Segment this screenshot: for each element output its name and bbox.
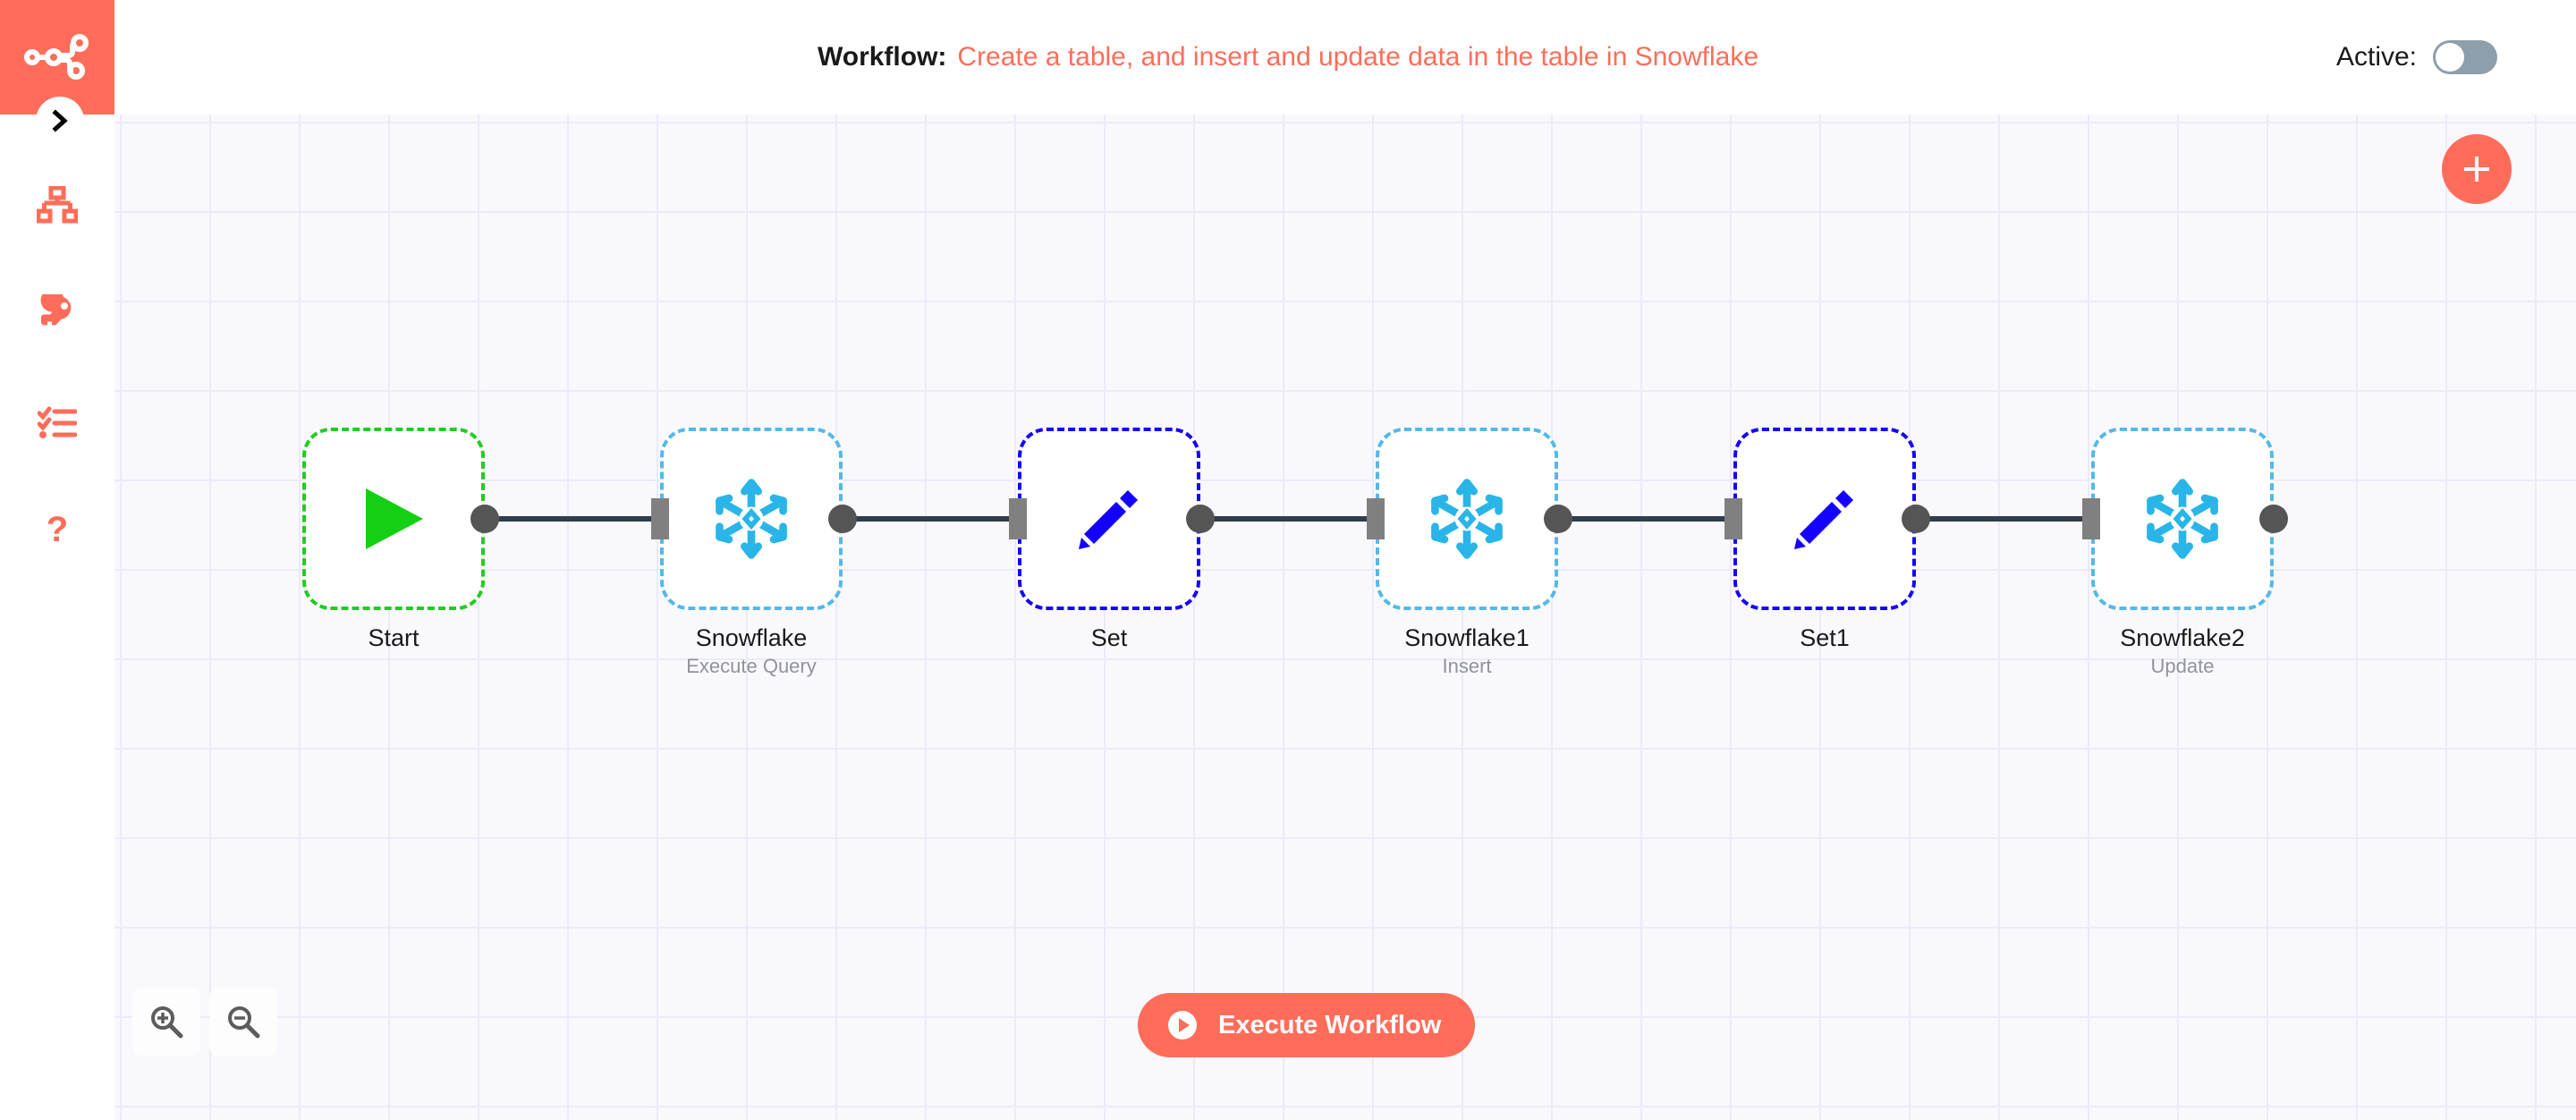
sidebar: ? [0,0,114,1120]
svg-text:?: ? [47,511,68,549]
header-bar: Workflow: Create a table, and insert and… [0,0,2576,115]
workflow-title: Workflow: Create a table, and insert and… [0,0,2576,115]
workflow-node-set[interactable] [1018,428,1200,610]
sidebar-item-credentials[interactable] [0,259,114,369]
node-name-snowflake1: Snowflake1 [1404,624,1530,651]
snowflake-icon [2147,479,2218,559]
workflow-node-snowflake2[interactable] [2091,428,2274,610]
node-label-start: Start [206,623,581,653]
workflow-node-snowflake1[interactable] [1376,428,1558,610]
node-name-set1: Set1 [1800,624,1850,651]
sidebar-items: ? [0,115,114,587]
zoom-in-icon [151,1006,183,1039]
node-output-set[interactable] [1186,505,1215,533]
sitemap-icon [37,186,78,224]
node-output-set1[interactable] [1902,505,1930,533]
connection-snowflake-to-set[interactable] [848,516,1014,522]
connection-snowflake1-to-set1[interactable] [1563,516,1730,522]
snowflake-icon [1431,479,1503,559]
question-mark-icon: ? [47,511,68,549]
workflow-node-snowflake[interactable] [660,428,843,610]
node-name-start: Start [368,624,419,651]
sidebar-item-executions[interactable] [0,369,114,478]
play-icon [366,488,423,549]
node-subtitle-snowflake: Execute Query [686,655,817,677]
pencil-icon [1794,490,1853,549]
node-label-set1: Set1 [1637,623,2012,653]
workflow-label: Workflow: [817,42,947,72]
zoom-in-button[interactable] [132,988,200,1056]
zoom-controls [132,988,277,1056]
active-toggle[interactable] [2433,40,2497,74]
sidebar-item-help[interactable]: ? [0,478,114,587]
node-input-snowflake[interactable] [651,498,669,539]
toggle-knob [2436,43,2464,72]
execute-workflow-label: Execute Workflow [1218,1010,1442,1039]
node-output-snowflake[interactable] [828,505,857,533]
pencil-icon [1079,490,1138,549]
chevron-right-icon [52,109,68,132]
node-output-start[interactable] [470,505,499,533]
node-name-snowflake2: Snowflake2 [2120,624,2245,651]
node-subtitle-snowflake2: Update [2150,655,2215,677]
sidebar-collapse-button[interactable] [36,97,84,145]
workflow-name: Create a table, and insert and update da… [957,42,1759,72]
workflow-node-start[interactable] [302,428,485,610]
plus-icon [2464,157,2489,182]
add-node-button[interactable] [2442,134,2512,204]
node-input-set1[interactable] [1724,498,1742,539]
play-circle-icon [1168,1011,1197,1039]
node-name-set: Set [1090,624,1128,651]
node-label-set: Set [921,623,1297,653]
connection-start-to-snowflake[interactable] [490,516,657,522]
active-label: Active: [2335,42,2417,72]
key-icon [40,294,72,326]
sidebar-item-workflows[interactable] [0,150,114,259]
connection-set1-to-snowflake2[interactable] [1921,516,2088,522]
node-output-snowflake1[interactable] [1544,505,1572,533]
node-name-snowflake: Snowflake [695,624,808,651]
checklist-icon [38,406,77,438]
n8n-logo-icon [24,34,89,80]
zoom-out-button[interactable] [209,988,277,1056]
workflow-node-set1[interactable] [1733,428,1916,610]
node-subtitle-snowflake1: Insert [1442,655,1492,677]
snowflake-icon [716,479,787,559]
node-input-snowflake1[interactable] [1367,498,1385,539]
node-input-set[interactable] [1009,498,1027,539]
node-output-snowflake2[interactable] [2259,505,2288,533]
connection-set-to-snowflake1[interactable] [1206,516,1372,522]
zoom-out-icon [228,1006,260,1039]
node-input-snowflake2[interactable] [2082,498,2100,539]
execute-workflow-button[interactable]: Execute Workflow [1138,993,1476,1057]
active-toggle-group: Active: [2336,0,2497,115]
app-logo[interactable] [0,0,114,115]
